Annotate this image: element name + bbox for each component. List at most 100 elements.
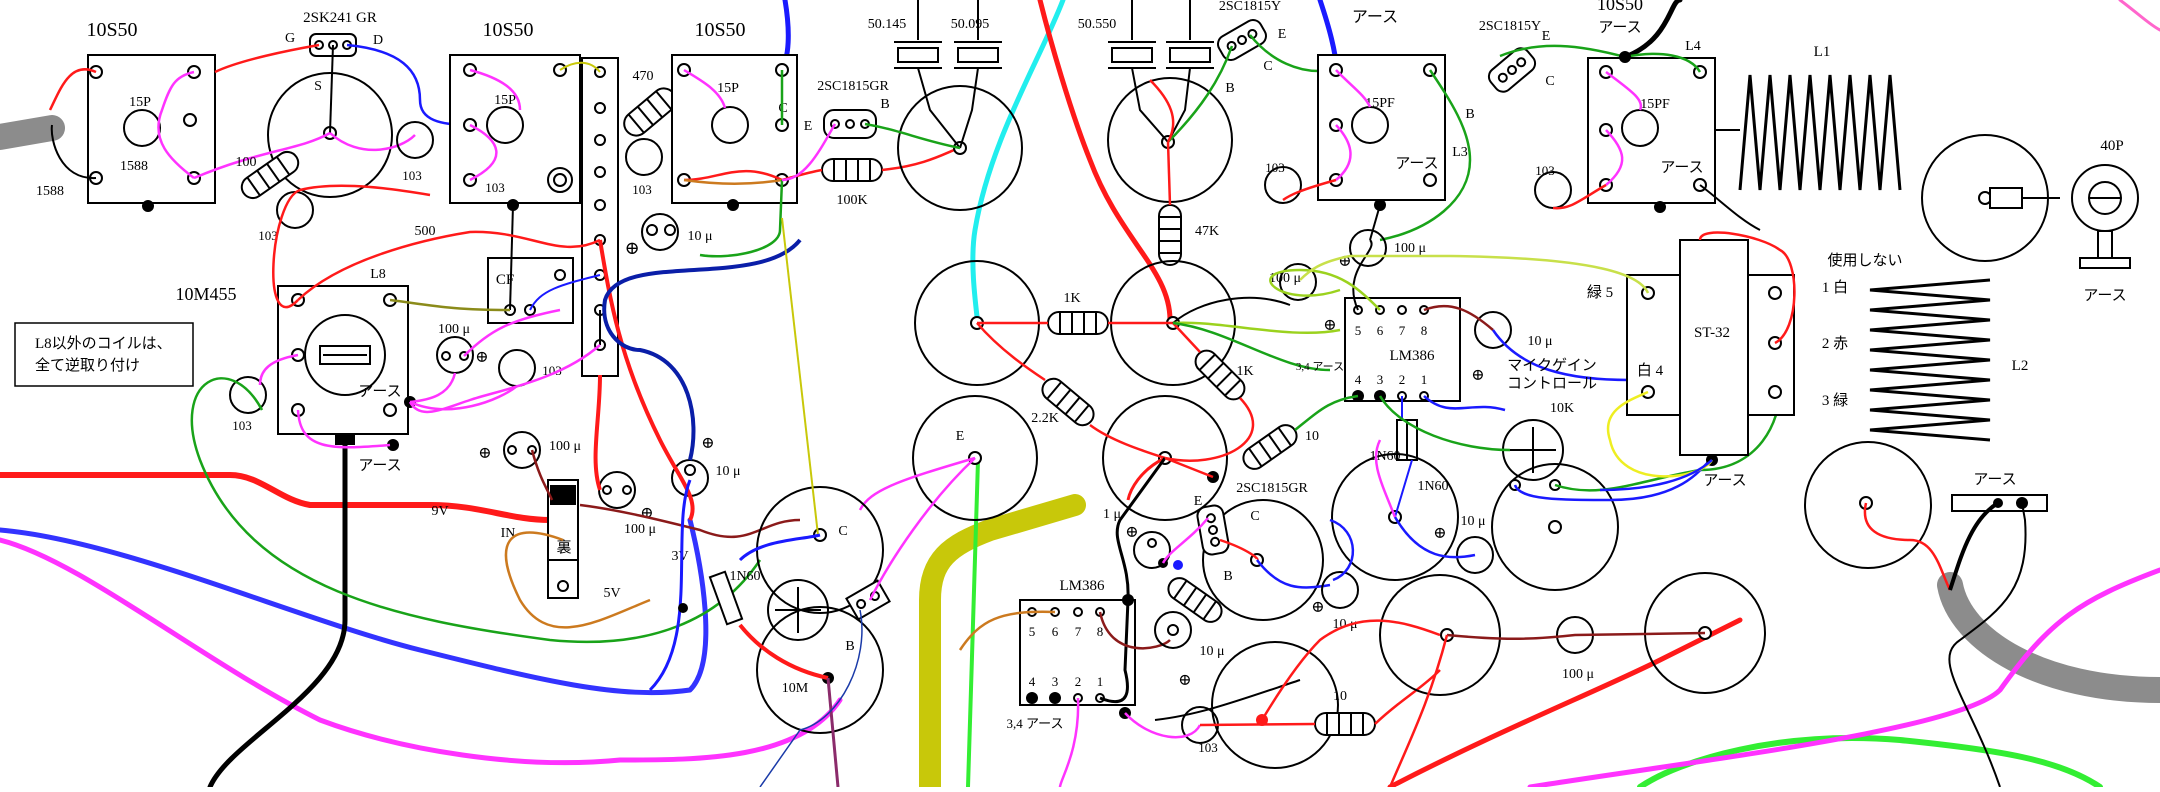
- v3-label: 3V: [671, 549, 688, 564]
- jfet-2sk241: 2SK241 GR G D S 100 103 103: [193, 10, 471, 243]
- red-wire-right: [1387, 617, 1743, 790]
- st32-label: ST-32: [1694, 325, 1730, 341]
- earth-top-label: アース: [1352, 9, 1398, 26]
- black-wire-ground: [207, 434, 348, 790]
- tr2-name: 2SC1815Y: [1219, 0, 1281, 14]
- ic1-pin8: 8: [1421, 323, 1428, 338]
- c1u-label: 1 μ: [1103, 507, 1121, 522]
- r10k-label: 10K: [1550, 401, 1574, 416]
- c103-a-label: 103: [258, 228, 278, 243]
- c103-e-label: 103: [1198, 740, 1218, 755]
- ifc-module-3: 10S50 15P C E 103 2SC1815GR B 100K: [624, 19, 961, 258]
- tr3-b: B: [1465, 107, 1474, 122]
- blue-long-wire: [0, 517, 709, 696]
- ifc2-103-label: 103: [485, 180, 505, 195]
- cf-label: CF: [496, 272, 514, 288]
- ic2-pin7: 7: [1075, 624, 1082, 639]
- ic2-pin5: 5: [1029, 624, 1036, 639]
- st-unused: 使用しない: [1827, 252, 1902, 269]
- d3-label: 1N60: [729, 569, 760, 584]
- c100u-d-label: 100 μ: [549, 439, 581, 454]
- tr2-e: E: [1278, 27, 1287, 42]
- c10u-a-plus: ⊕: [624, 238, 639, 258]
- c10u-f-plus: ⊕: [1311, 599, 1324, 616]
- xtal1-label: 50.145: [868, 17, 907, 32]
- ic1-plus: ⊕: [1471, 367, 1484, 384]
- vr-section: 10 μ ⊕ 1N60 C B 10M: [598, 217, 976, 788]
- l1-label: L1: [1814, 44, 1831, 60]
- osc-earth-label: アース: [1395, 156, 1438, 172]
- tr2-c: C: [1263, 59, 1272, 74]
- ic1-pin1: 1: [1421, 372, 1428, 387]
- vr-c: C: [838, 524, 847, 539]
- st-earth: アース: [1703, 473, 1746, 489]
- black-wire-top-right: [1622, 0, 1683, 60]
- ifc3-title: 10S50: [694, 19, 745, 41]
- lm386-lower: LM386 5 6 7 8 4 3 2 1 3,4 アース 1 μ ⊕ 2SC1…: [958, 456, 1766, 788]
- c100u-b-label: 100 μ: [1269, 271, 1301, 286]
- ifc1-title: 10S50: [86, 19, 137, 41]
- l2-label: L2: [2012, 358, 2029, 374]
- ifc-10m455: 10M455 L8 アース アース 103: [175, 184, 762, 644]
- ic2-pin1: 1: [1097, 674, 1104, 689]
- ic2-earth: 3,4 アース: [1006, 716, 1063, 731]
- c10u-e-plus: ⊕: [1178, 672, 1191, 689]
- ifc2-cap-label: 15P: [494, 93, 516, 108]
- out-earth-top: アース: [1598, 20, 1641, 36]
- red-wire-center: [1037, 0, 1173, 323]
- cyan-wire: [970, 0, 1066, 328]
- ic2-pin6: 6: [1052, 624, 1059, 639]
- mic-control-label: コントロール: [1507, 376, 1597, 392]
- tr1-b: B: [880, 97, 889, 112]
- d-plus: ⊕: [1433, 525, 1446, 542]
- jfet-d: D: [373, 33, 383, 48]
- c10u-c-label: 10 μ: [1460, 514, 1485, 529]
- st-green3: 3 緑: [1822, 392, 1848, 409]
- out-earth-label: アース: [1660, 160, 1703, 176]
- ifc2-title: 10S50: [482, 19, 533, 41]
- ifc1-coil-label: 1588: [120, 159, 148, 174]
- if4-103: 103: [232, 418, 252, 433]
- c100u-a-label: 100 μ: [1394, 241, 1426, 256]
- ic1-name: LM386: [1390, 348, 1436, 364]
- e-label: E: [956, 429, 965, 444]
- l4-label: L4: [1685, 39, 1701, 54]
- if4-earth: アース: [358, 384, 401, 400]
- ifc3-cap-label: 15P: [717, 81, 739, 96]
- gray-wire-right: [1937, 572, 2160, 703]
- ic1-pin2: 2: [1399, 372, 1406, 387]
- magenta-wire-right: [1527, 567, 2160, 790]
- ic1-pin6: 6: [1377, 323, 1384, 338]
- osc-plus-2: ⊕: [1323, 317, 1336, 334]
- ic1-pin4: 4: [1355, 372, 1362, 387]
- r100-label: 100: [236, 155, 257, 170]
- osc-module: アース 15PF アース L3 103 100 μ 100 μ ⊕ ⊕: [1264, 9, 1472, 334]
- ic1-pin3: 3: [1377, 372, 1384, 387]
- tr3-c: C: [1545, 74, 1554, 89]
- ifc3-e-label: E: [804, 119, 813, 134]
- c40p-label: 40P: [2100, 138, 2123, 154]
- d2-label: 1N60: [1417, 479, 1448, 494]
- tr1-name: 2SC1815GR: [817, 79, 889, 94]
- l8-label: L8: [370, 267, 386, 282]
- if4-earth2: アース: [358, 458, 401, 474]
- magenta-long-wire: [0, 537, 843, 766]
- ifc-module-2: 10S50 15P 103 470 500 CF: [415, 19, 677, 377]
- coil-l1: [1738, 74, 1902, 191]
- mic-gain-label: マイクゲイン: [1507, 357, 1596, 374]
- jfet-g: G: [285, 31, 295, 46]
- c100u-d-plus: ⊕: [478, 445, 491, 462]
- vr-10m: 10M: [782, 681, 809, 696]
- r100k-label: 100K: [836, 193, 867, 208]
- gray-wire-left: [0, 115, 65, 150]
- r10-b-label: 10: [1333, 689, 1347, 704]
- note-box: L8以外のコイルは、 全て逆取り付け: [14, 322, 194, 387]
- ifc-module-1: 10S50 15P 1588 1588: [36, 19, 216, 212]
- tr4-b: B: [1223, 569, 1232, 584]
- r1k-b-label: 1K: [1236, 364, 1253, 379]
- coil-l2: [1869, 278, 1991, 442]
- reg-back: 裏: [556, 538, 571, 556]
- ic2-pin3: 3: [1052, 674, 1059, 689]
